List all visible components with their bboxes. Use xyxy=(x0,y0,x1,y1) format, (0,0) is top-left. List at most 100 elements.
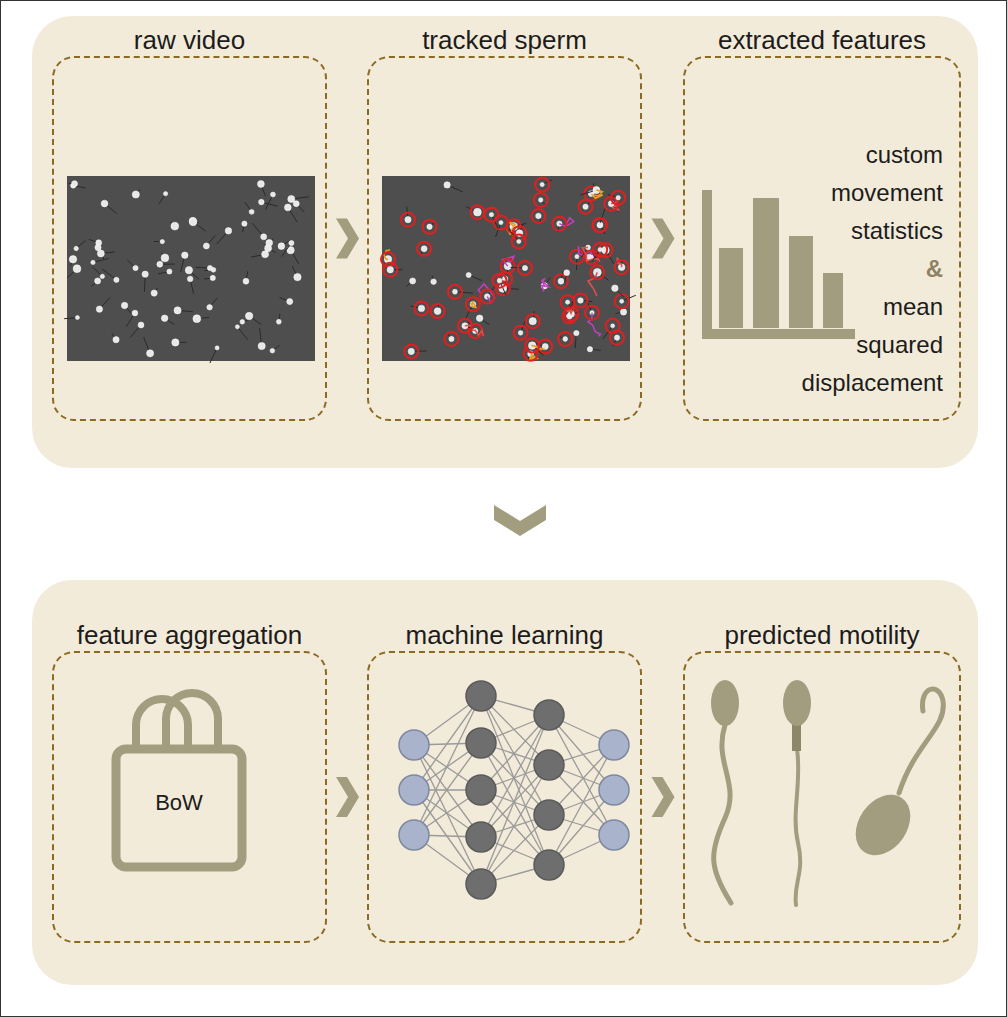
bag-icon xyxy=(116,693,242,867)
network-neuron xyxy=(534,700,564,730)
dashed-box xyxy=(367,651,642,943)
chevron-arrow xyxy=(652,777,675,817)
sperm-head xyxy=(257,181,264,188)
neural-network-icon xyxy=(399,681,629,899)
sperm-head xyxy=(405,217,411,223)
sperm-head xyxy=(452,289,457,294)
network-neuron xyxy=(466,681,496,711)
track-marker xyxy=(593,243,607,257)
sperm-head xyxy=(174,307,181,314)
sperm-head xyxy=(564,270,570,276)
sperm-tail xyxy=(93,258,108,262)
sperm-head xyxy=(294,273,301,280)
dashed-box: BoW xyxy=(52,651,327,943)
chart-bar xyxy=(789,236,813,328)
track-trail xyxy=(384,250,390,260)
network-neuron xyxy=(466,775,496,805)
sperm-head xyxy=(449,336,454,341)
track-trail xyxy=(588,272,597,296)
track-marker xyxy=(525,339,539,353)
track-marker xyxy=(615,260,629,274)
sperm-head xyxy=(189,218,196,225)
sperm-tail xyxy=(714,725,731,903)
track-trail xyxy=(542,278,549,291)
chevron-arrow xyxy=(494,505,546,536)
chevron-arrow xyxy=(336,777,359,817)
network-neuron xyxy=(466,822,496,852)
sperm-head xyxy=(261,234,267,240)
video-frame xyxy=(67,176,315,361)
network-neuron xyxy=(399,730,429,760)
sperm-head xyxy=(565,300,569,304)
track-marker xyxy=(493,274,507,288)
sperm-head xyxy=(431,279,437,285)
chart-bar xyxy=(823,273,843,328)
sperm-head xyxy=(142,271,148,277)
step-illustration xyxy=(54,58,325,419)
track-marker xyxy=(480,290,494,304)
sperm-head xyxy=(466,272,471,277)
track-marker xyxy=(383,263,397,277)
track-marker xyxy=(466,297,480,311)
sperm-head xyxy=(470,301,476,307)
sperm-head xyxy=(270,192,275,197)
step-title: predicted motility xyxy=(683,619,961,651)
track-marker xyxy=(526,314,540,328)
sperm-head xyxy=(844,784,921,866)
sperm-head xyxy=(518,331,523,336)
chart-bar xyxy=(753,198,779,328)
chevron-arrow xyxy=(652,219,675,259)
sperm-head xyxy=(620,309,626,315)
panel-band xyxy=(32,16,978,468)
network-neuron xyxy=(599,730,629,760)
bag-handle xyxy=(166,693,218,751)
track-trail xyxy=(592,190,602,198)
network-neuron xyxy=(466,869,496,899)
sperm-head xyxy=(161,254,169,262)
track-marker xyxy=(534,193,548,207)
track-marker xyxy=(615,294,629,308)
sperm-head xyxy=(563,337,568,342)
sperm-head xyxy=(161,315,168,322)
sperm-head xyxy=(193,315,201,323)
sperm-head xyxy=(499,221,503,225)
dashed-box xyxy=(367,56,642,421)
sperm-head xyxy=(151,290,157,296)
step-illustration xyxy=(369,58,640,419)
sperm-head xyxy=(114,277,119,282)
track-marker xyxy=(573,293,587,307)
sperm-head xyxy=(540,182,544,186)
sperm-head xyxy=(157,261,163,267)
sperm-head xyxy=(711,680,739,726)
sperm-head xyxy=(593,268,601,276)
sperm-head xyxy=(187,276,192,281)
track-trail xyxy=(465,325,484,336)
pipeline-step: predicted motility xyxy=(683,619,961,943)
sperm-head xyxy=(434,308,441,315)
track-trail xyxy=(470,301,476,307)
track-marker xyxy=(417,242,431,256)
sperm-head xyxy=(587,347,592,352)
sperm-head xyxy=(266,240,273,247)
network-neuron xyxy=(399,775,429,805)
sperm-head xyxy=(278,243,285,250)
track-marker xyxy=(444,332,458,346)
sperm-head xyxy=(616,196,620,200)
sperm-head xyxy=(95,244,101,250)
sperm-head xyxy=(100,274,104,278)
track-marker xyxy=(518,261,532,275)
sperm-head xyxy=(612,285,618,291)
track-marker xyxy=(535,178,549,192)
sperm-tail xyxy=(210,348,217,363)
track-trail xyxy=(582,247,600,261)
sperm-head xyxy=(287,299,293,305)
sperm-head xyxy=(207,265,212,270)
sperm-head xyxy=(249,209,254,214)
sperm-head xyxy=(215,346,219,350)
track-marker xyxy=(610,331,624,345)
track-marker xyxy=(585,306,599,320)
track-marker xyxy=(531,209,545,223)
sperm-head xyxy=(69,256,76,263)
chart-axis xyxy=(707,190,855,334)
